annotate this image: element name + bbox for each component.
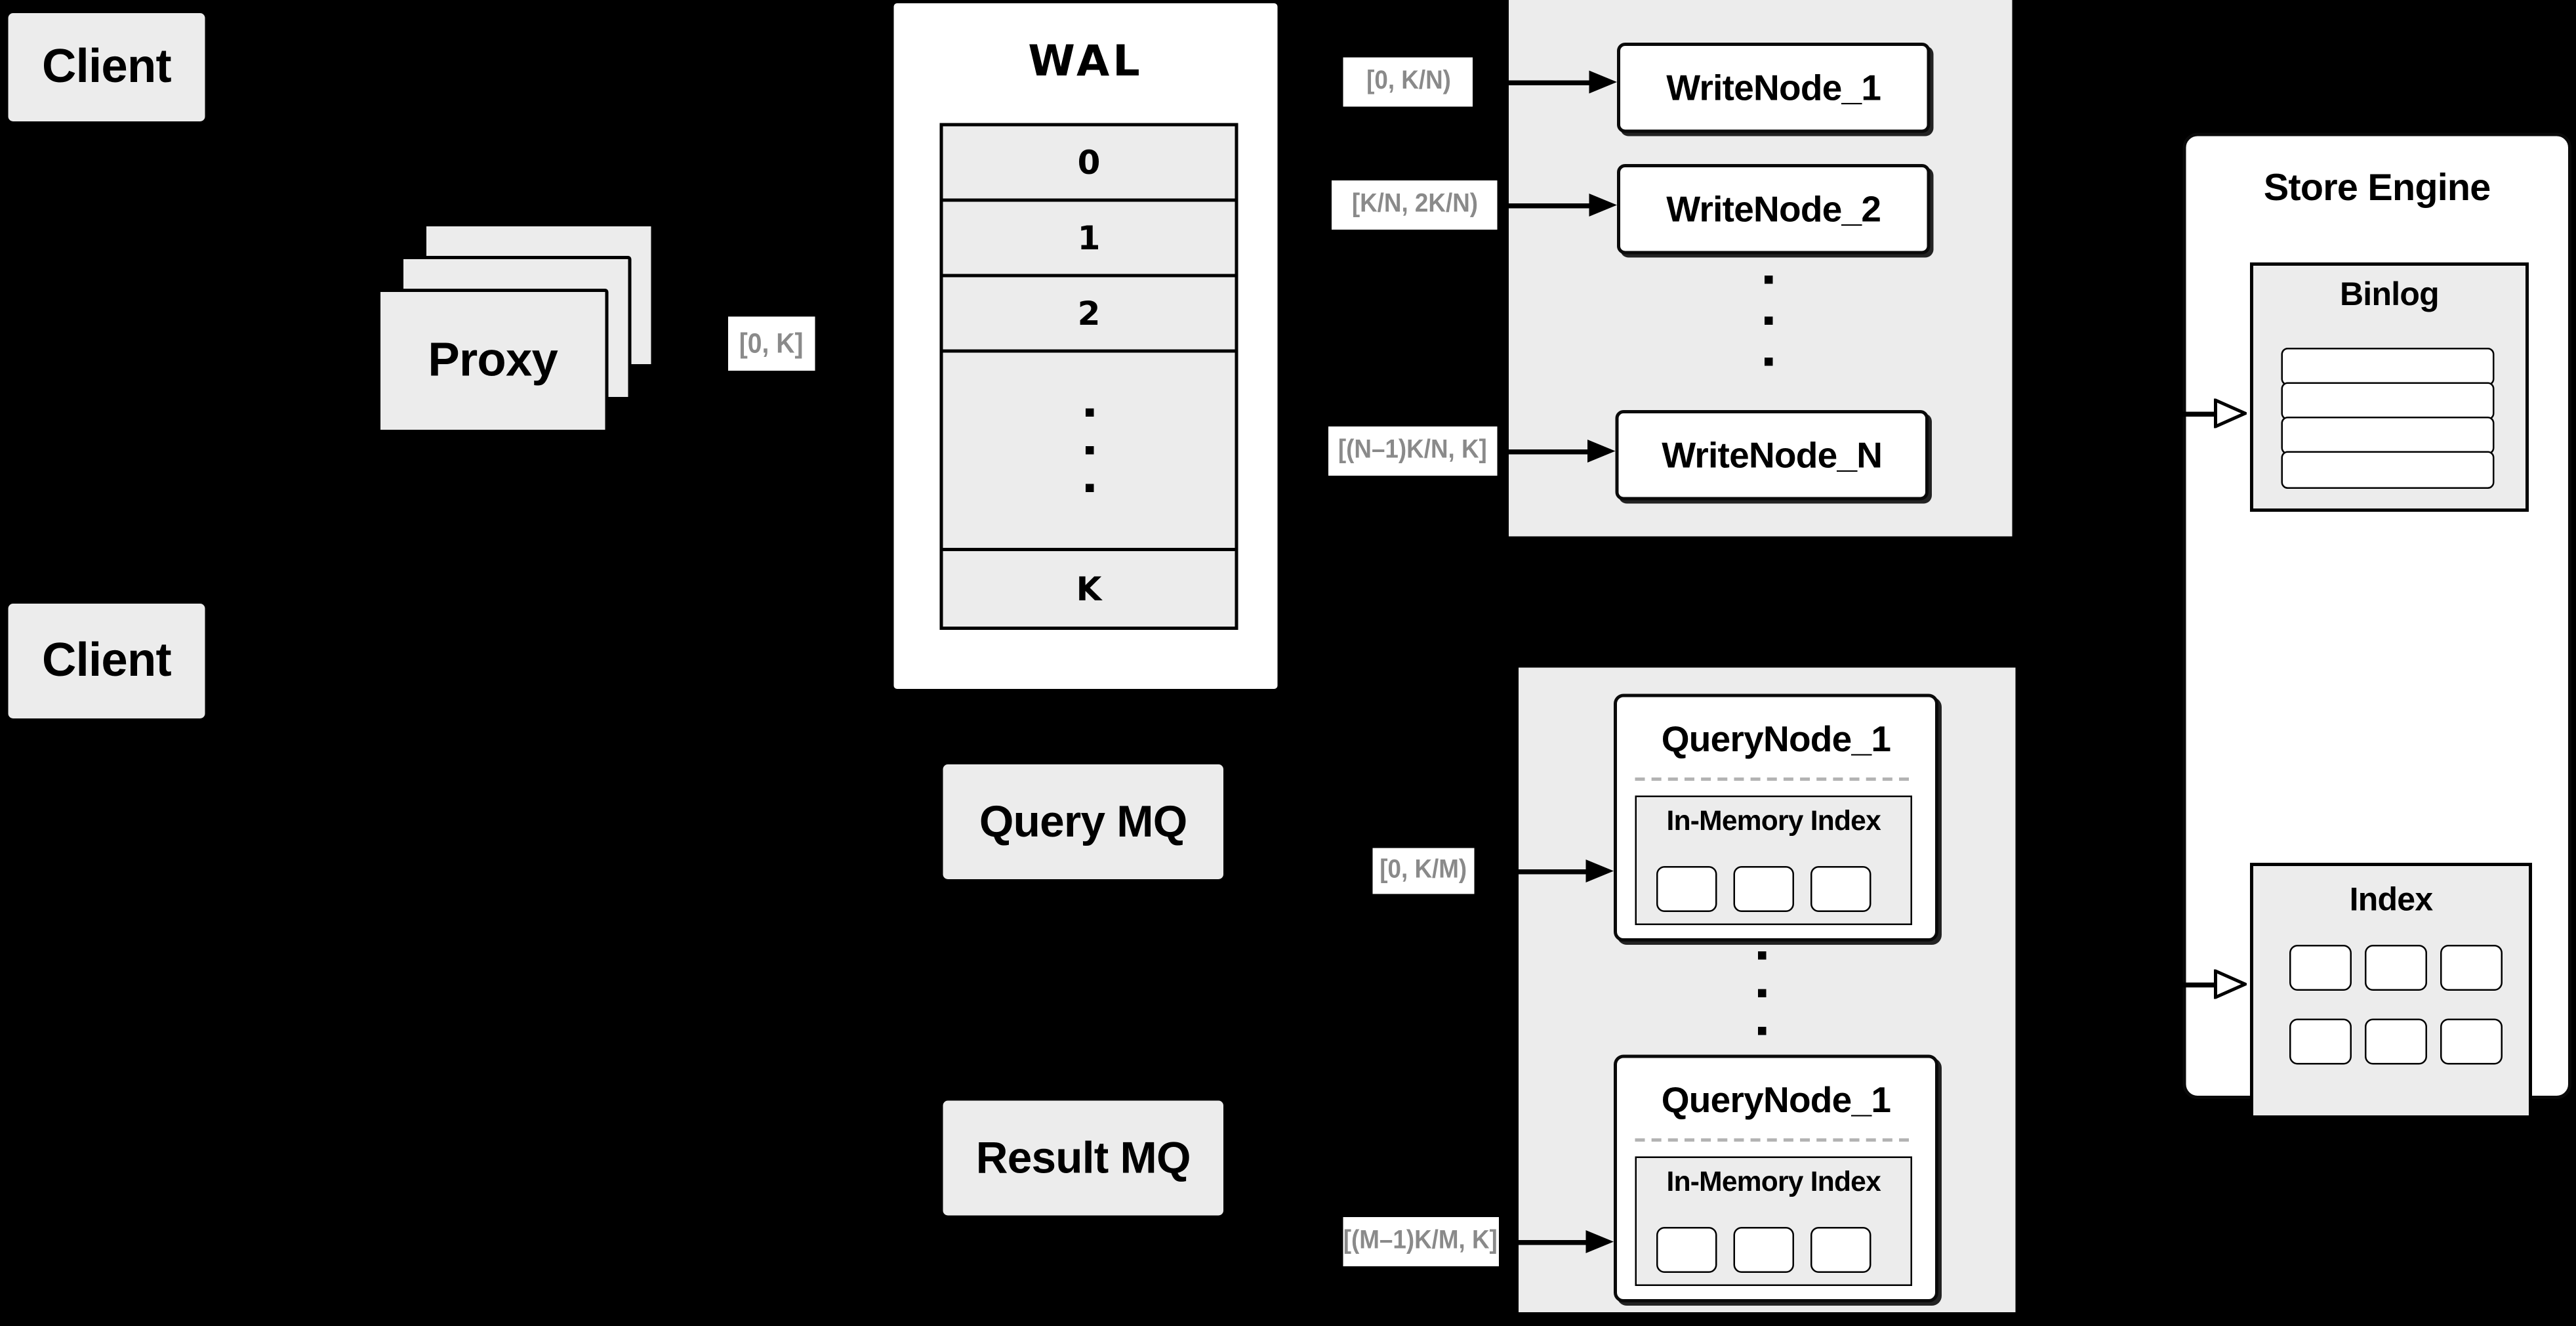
arrow-head-query-m: [1585, 1230, 1614, 1253]
ellipsis-dot: [1765, 358, 1773, 366]
query-node-bottom-title: QueryNode_1: [1661, 1079, 1891, 1121]
ellipsis-dot: [1765, 316, 1773, 325]
arrow-line-index: [2140, 982, 2219, 987]
index-segment: [1810, 866, 1871, 912]
ellipsis-dot: [1084, 408, 1094, 417]
wal-segment-row: 2: [943, 278, 1235, 353]
wal-title: WAL: [1028, 37, 1143, 87]
arrow-head-binlog: [2214, 398, 2247, 428]
index-segment: [2440, 945, 2503, 991]
arrow-line-binlog: [2140, 411, 2219, 416]
arrow-head-write-1: [1589, 70, 1617, 94]
arrow-line-write-2: [1497, 203, 1591, 208]
arrow-line-write-n: [1497, 449, 1589, 454]
proxy-card-front: Proxy: [377, 289, 609, 433]
write-node-1: WriteNode_1: [1617, 43, 1931, 133]
range-label-query-m: [(M–1)K/M, K]: [1343, 1217, 1499, 1266]
ellipsis-dot: [1084, 484, 1094, 492]
range-label-proxy-wal: [0, K]: [728, 316, 815, 371]
arrow-line-query-1: [1474, 869, 1587, 874]
index-segment: [2365, 1018, 2427, 1065]
range-label-write-1: [0, K/N): [1343, 57, 1473, 107]
index-segment: [1810, 1227, 1871, 1273]
wal-segment-row: K: [1076, 569, 1102, 609]
query-node-bottom: QueryNode_1 In-Memory Index: [1614, 1054, 1938, 1302]
result-mq-box: Result MQ: [943, 1100, 1223, 1216]
index-box: Index: [2250, 863, 2532, 1119]
arrow-line-write-1: [1473, 80, 1591, 85]
arrow-head-write-n: [1587, 440, 1616, 463]
in-memory-index-title: In-Memory Index: [1666, 1166, 1881, 1198]
store-engine-panel: Store Engine Binlog Index: [2182, 133, 2571, 1119]
range-label-write-n: [(N–1)K/N, K]: [1328, 426, 1498, 476]
client-bottom-label: Client: [42, 634, 172, 687]
client-box-bottom: Client: [8, 604, 205, 718]
arrow-head-query-1: [1585, 860, 1614, 882]
store-engine-title: Store Engine: [2263, 165, 2491, 208]
in-memory-index-box: In-Memory Index: [1635, 795, 1912, 925]
wal-segment-row: 1: [943, 202, 1235, 278]
index-title: Index: [2349, 881, 2434, 918]
binlog-segment: [2281, 417, 2495, 455]
dashed-separator: [1635, 777, 1909, 781]
binlog-box: Binlog: [2250, 262, 2529, 512]
index-segment: [2440, 1018, 2503, 1065]
ellipsis-dot: [1758, 1027, 1767, 1035]
index-segment: [2365, 945, 2427, 991]
ellipsis-dot: [1765, 276, 1773, 284]
wal-ellipsis-row: [943, 353, 1235, 551]
range-label-write-2: [K/N, 2K/N): [1332, 180, 1498, 230]
index-segment: [2289, 1018, 2352, 1065]
ellipsis-dot: [1758, 989, 1767, 997]
arrow-head-write-2: [1589, 194, 1617, 217]
query-mq-box: Query MQ: [943, 764, 1223, 879]
query-node-top: QueryNode_1 In-Memory Index: [1614, 694, 1938, 942]
in-memory-index-title: In-Memory Index: [1666, 805, 1881, 837]
binlog-title: Binlog: [2339, 276, 2440, 313]
client-box-top: Client: [8, 13, 205, 121]
index-segment: [1656, 1227, 1717, 1273]
write-node-n: WriteNode_N: [1615, 410, 1929, 501]
client-top-label: Client: [42, 40, 172, 93]
ellipsis-dot: [1758, 951, 1767, 960]
index-segment: [1733, 866, 1794, 912]
arrow-head-index: [2214, 969, 2247, 999]
index-segment: [1656, 866, 1717, 912]
range-label-query-1: [0, K/M): [1372, 848, 1475, 894]
proxy-label: Proxy: [428, 333, 558, 386]
index-segment: [1733, 1227, 1794, 1273]
wal-segment-table: 0 1 2 K: [939, 123, 1238, 630]
in-memory-index-box: In-Memory Index: [1635, 1156, 1912, 1286]
binlog-segment: [2281, 451, 2495, 489]
wal-panel: WAL 0 1 2 K: [893, 3, 1278, 689]
dashed-separator: [1635, 1138, 1909, 1142]
arrow-line-query-m: [1499, 1240, 1587, 1245]
write-node-2: WriteNode_2: [1617, 164, 1931, 255]
binlog-segment: [2281, 348, 2495, 386]
binlog-segment: [2281, 382, 2495, 420]
index-segment: [2289, 945, 2352, 991]
ellipsis-dot: [1084, 446, 1094, 455]
query-node-top-title: QueryNode_1: [1661, 718, 1891, 760]
wal-segment-row: 0: [943, 127, 1235, 202]
